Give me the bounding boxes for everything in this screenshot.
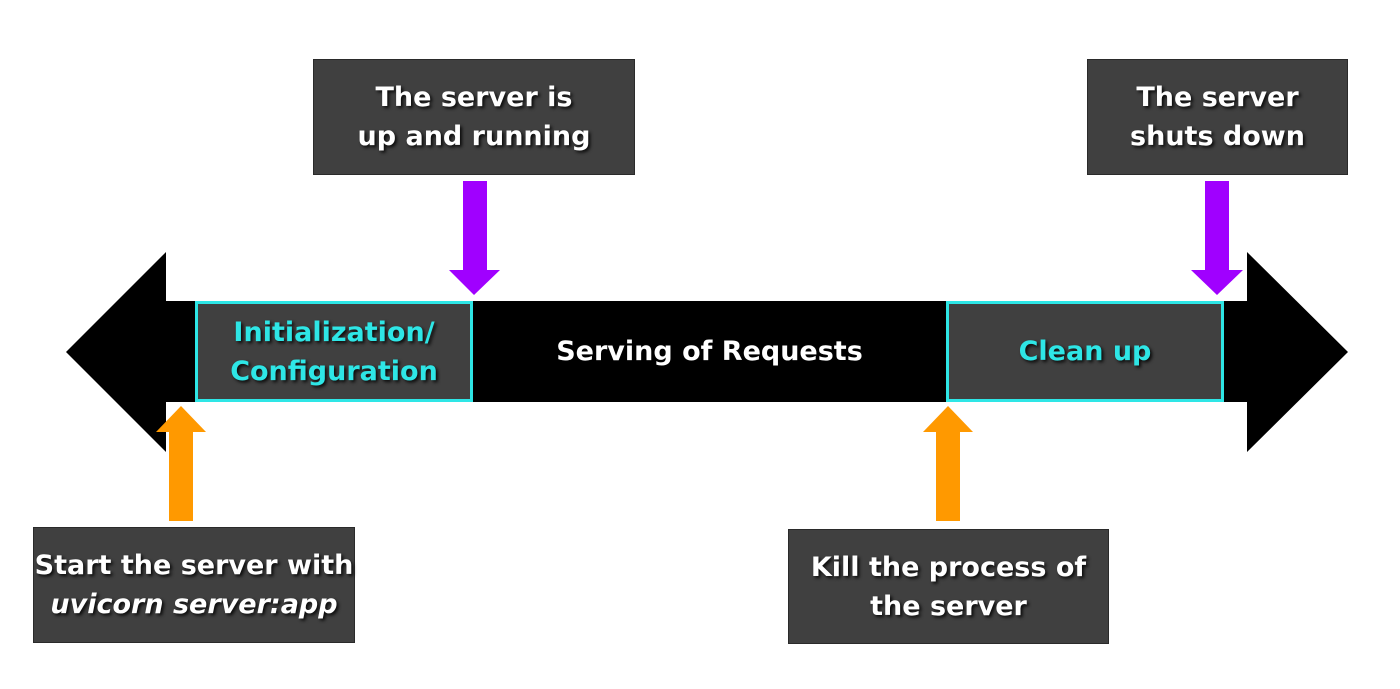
phase-cleanup-label: Clean up (1018, 336, 1152, 367)
callout-start-server: Start the server with uvicorn server:app (33, 527, 355, 643)
callout-shutdown-line2: shuts down (1130, 121, 1305, 152)
phase-serving-label: Serving of Requests (556, 336, 863, 367)
callout-shutdown-line1: The server (1136, 82, 1299, 113)
phase-initialization: Initialization/ Configuration (195, 301, 473, 402)
callout-kill-line1: Kill the process of (810, 551, 1087, 583)
callout-kill-process: Kill the process of the server (788, 529, 1109, 644)
phase-init-line2: Configuration (230, 355, 438, 387)
callout-start-command: uvicorn server:app (50, 589, 338, 620)
phase-init-line1: Initialization/ (233, 316, 435, 348)
callout-kill-line2: the server (870, 590, 1027, 622)
callout-server-shutdown: The server shuts down (1087, 59, 1348, 175)
callout-server-running: The server is up and running (313, 59, 635, 175)
callout-running-line2: up and running (357, 121, 591, 152)
down-arrow-icon (449, 181, 500, 295)
callout-start-line1: Start the server with (34, 550, 354, 581)
phase-cleanup: Clean up (946, 301, 1224, 402)
down-arrow-icon (1191, 181, 1243, 295)
up-arrow-icon (923, 406, 973, 521)
callout-running-line1: The server is (375, 82, 573, 113)
up-arrow-icon (156, 406, 206, 521)
